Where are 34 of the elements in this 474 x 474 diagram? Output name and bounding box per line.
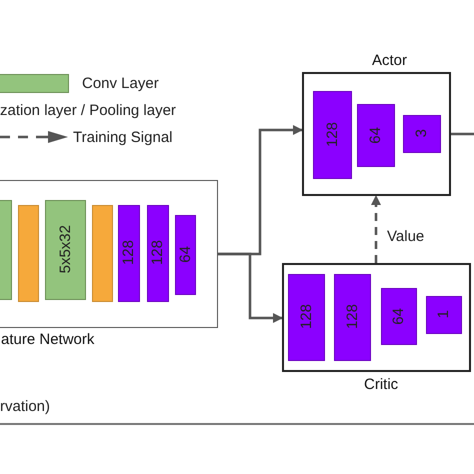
legend-label: Conv Layer (82, 75, 159, 92)
panel-title: Critic (364, 376, 398, 393)
panel-title: Actor (372, 52, 408, 69)
layer-block (426, 296, 462, 334)
layer-size-text: 128 (324, 122, 340, 148)
layer-size-text: 1 (435, 310, 452, 319)
layer-size-text: 64 (367, 126, 384, 144)
caption-text: rvation) (0, 398, 50, 415)
layer-block (356, 104, 394, 166)
layer-block (18, 204, 38, 302)
layer-size-text: 128 (344, 304, 360, 330)
layer-block (402, 114, 440, 152)
layer-size-text: 3 (413, 129, 430, 138)
arrow (218, 252, 283, 323)
layer-size-text: 128 (298, 304, 314, 330)
layer-block (44, 200, 86, 300)
layer-size-text: 5x5x32 (56, 225, 74, 274)
layer-block (380, 288, 416, 344)
layer-size-text: 64 (390, 308, 407, 324)
layer-block (334, 274, 370, 360)
layer-block (92, 204, 112, 302)
connector-line (451, 132, 474, 136)
layer-size-text: 128 (149, 240, 166, 266)
legend-label: Training Signal (73, 129, 172, 146)
dashed-arrow (371, 195, 381, 263)
layer-block (146, 204, 168, 302)
layer-block (118, 204, 140, 302)
layer-block (288, 274, 324, 360)
layer-block (312, 90, 352, 178)
layer-block (174, 214, 196, 294)
panel-title: ature Network (1, 331, 94, 348)
legend-label: zation layer / Pooling layer (0, 102, 176, 119)
layer-size-text: 128 (120, 240, 137, 266)
layer-size-text: 64 (176, 246, 194, 263)
